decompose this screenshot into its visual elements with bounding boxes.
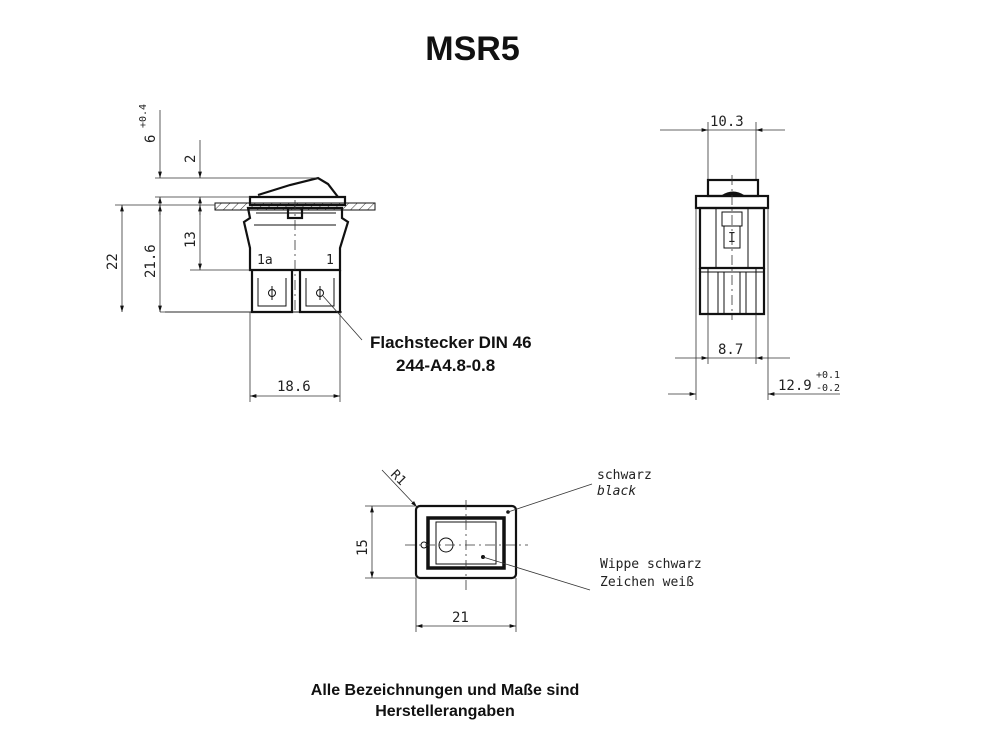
footer-note: Alle Bezeichnungen und Maße sind Herstel… xyxy=(250,680,640,722)
side-view: 1a 1 6 +0.4 2 13 xyxy=(105,104,532,402)
dim-top-width: 21 xyxy=(452,610,469,626)
dim-tol-minus: -0.2 xyxy=(816,383,840,394)
frame-label-en: black xyxy=(597,484,636,499)
terminal-left xyxy=(250,270,294,314)
dim-mount-height: 21.6 xyxy=(143,244,159,278)
connector-label-line2: 244-A4.8-0.8 xyxy=(396,356,495,375)
dim-total-width: 12.9 xyxy=(778,378,812,394)
dim-rocker-height: 2 xyxy=(183,155,199,163)
dim-tol-plus: +0.1 xyxy=(816,370,840,381)
dim-top-height: 15 xyxy=(355,539,371,556)
connector-label-line1: Flachstecker DIN 46 xyxy=(370,333,532,352)
rocker-label-line2: Zeichen weiß xyxy=(600,575,694,590)
frame-label-de: schwarz xyxy=(597,468,652,483)
terminal-right xyxy=(298,270,342,314)
dim-inner-width: 8.7 xyxy=(718,342,743,358)
rocker-label-line1: Wippe schwarz xyxy=(600,557,702,572)
end-view: 10.3 I 8.7 12.9 +0.1 - xyxy=(660,114,840,400)
dim-width: 18.6 xyxy=(277,379,311,395)
dim-total-height: 22 xyxy=(105,253,121,270)
footer-line2: Herstellerangaben xyxy=(375,703,515,720)
rocker xyxy=(257,176,339,198)
terminal-label-1: 1 xyxy=(326,253,334,268)
dim-top-height: 6 xyxy=(143,135,159,143)
drawing-title: MSR5 xyxy=(425,30,520,68)
terminal-label-1a: 1a xyxy=(257,253,273,268)
dim-body-height: 13 xyxy=(183,231,199,248)
dim-top-tolerance: +0.4 xyxy=(138,104,149,128)
dim-radius: R1 xyxy=(387,467,409,489)
footer-line1: Alle Bezeichnungen und Maße sind xyxy=(310,682,580,699)
dim-top-width: 10.3 xyxy=(710,114,744,130)
top-view: R1 15 21 schwarz black Wippe schwarz Zei… xyxy=(355,467,702,632)
